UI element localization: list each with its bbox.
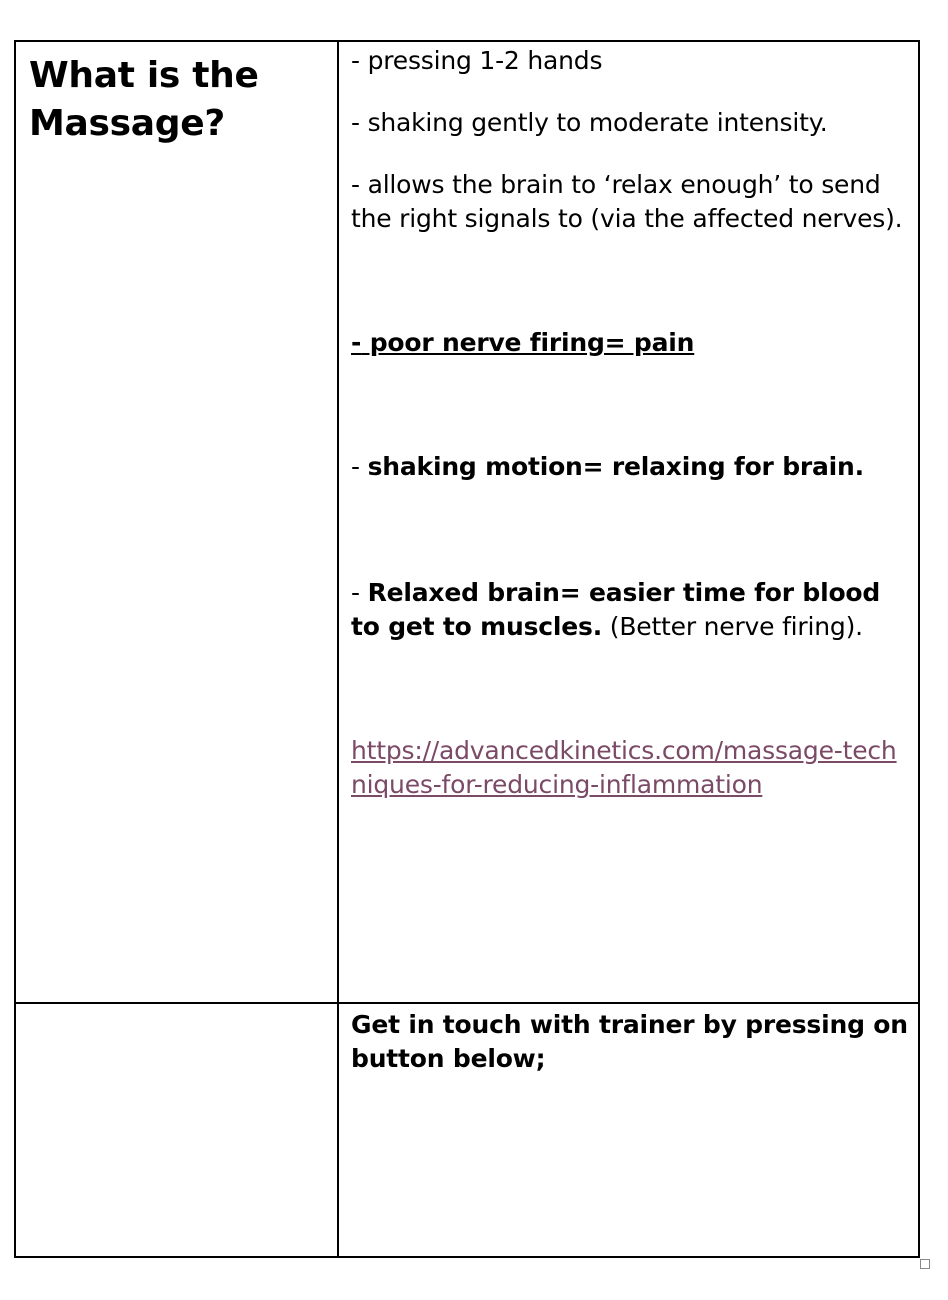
- bullet-pressing: - pressing 1-2 hands: [351, 46, 603, 75]
- bullet-poor-nerve-text: poor nerve firing= pain: [361, 328, 695, 357]
- bullet-relaxed-brain: - Relaxed brain= easier time for blood t…: [351, 576, 910, 644]
- bullet-dash: -: [351, 578, 368, 607]
- content-table: What is the Massage? - pressing 1-2 hand…: [14, 40, 920, 1259]
- section-heading: What is the Massage?: [29, 52, 337, 148]
- bullet-dash: -: [351, 452, 368, 481]
- reference-link-paragraph: https://advancedkinetics.com/massage-tec…: [351, 734, 910, 802]
- bullet-shaking-motion: - shaking motion= relaxing for brain.: [351, 450, 910, 484]
- table-row: What is the Massage? - pressing 1-2 hand…: [14, 40, 920, 1004]
- heading-line-1: What is the: [29, 55, 259, 96]
- bullet-allows-brain: - allows the brain to ‘relax enough’ to …: [351, 170, 903, 233]
- contact-cell: Get in touch with trainer by pressing on…: [337, 1001, 920, 1259]
- table-row: Get in touch with trainer by pressing on…: [14, 1001, 920, 1259]
- reference-link[interactable]: https://advancedkinetics.com/massage-tec…: [351, 736, 897, 799]
- bullet-shaking-motion-text: shaking motion= relaxing for brain.: [367, 452, 865, 481]
- contact-text: Get in touch with trainer by pressing on…: [351, 1009, 908, 1073]
- heading-line-2: Massage?: [29, 103, 225, 144]
- table-resize-handle[interactable]: [920, 1259, 930, 1269]
- bullet-dash: -: [351, 328, 362, 357]
- content-cell: - pressing 1-2 hands - shaking gently to…: [337, 40, 920, 1004]
- bullet-shaking: - shaking gently to moderate intensity.: [351, 108, 828, 137]
- bullet-poor-nerve-firing: - poor nerve firing= pain: [351, 326, 910, 360]
- content-body: - pressing 1-2 hands - shaking gently to…: [339, 42, 918, 802]
- bullet-relaxed-brain-normal: (Better nerve firing).: [602, 612, 863, 641]
- heading-cell: What is the Massage?: [14, 40, 339, 1004]
- bullet-relaxed-brain-bold: Relaxed brain= easier time for blood to …: [351, 578, 881, 641]
- empty-cell: [14, 1001, 339, 1259]
